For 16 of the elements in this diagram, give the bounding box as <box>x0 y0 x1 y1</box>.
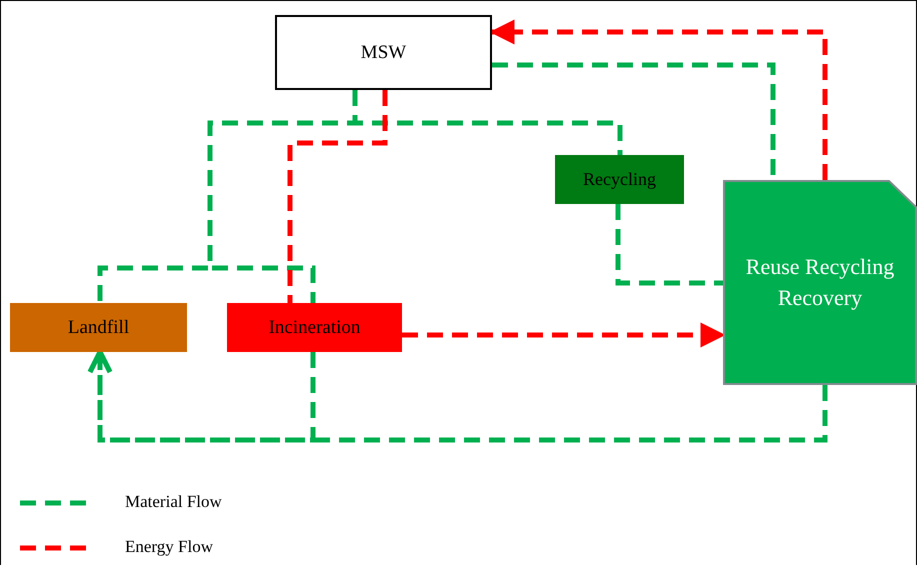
flow-line <box>288 90 388 303</box>
legend-label: Energy Flow <box>125 537 213 557</box>
node-label: MSW <box>360 42 406 64</box>
process-shape <box>723 180 917 385</box>
flow-arrow <box>402 322 726 348</box>
node-label: Reuse Recycling Recovery <box>744 252 896 312</box>
process-box <box>227 303 402 352</box>
process-box <box>555 155 684 204</box>
flow-arrow <box>88 350 316 442</box>
legend-label: Material Flow <box>125 492 222 512</box>
flow-line <box>616 204 723 286</box>
process-box <box>275 15 492 90</box>
node-label: Recycling <box>583 169 656 190</box>
process-box <box>10 303 187 352</box>
node-label: Landfill <box>68 316 130 338</box>
node-label: Incineration <box>268 316 360 338</box>
